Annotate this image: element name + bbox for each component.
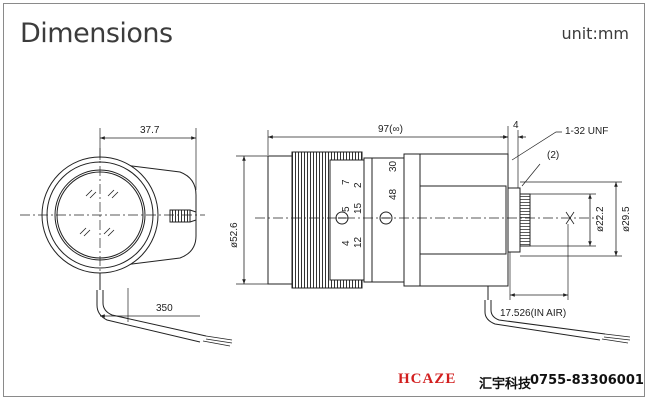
dim-diameter-22-2: ø22.2 [595,206,606,232]
dim-flange: 17.526(IN AIR) [500,308,566,319]
iris-mark-2: 2 [353,182,364,188]
company-name: 汇宇科技 [479,377,532,392]
note-2: (2) [547,150,559,161]
dim-diameter-29-5: ø29.5 [621,206,632,232]
iris-mark-15: 15 [353,202,364,214]
drawing-frame [3,3,645,397]
focus-mark-48: 48 [388,188,399,200]
iris-mark-5: 5 [341,206,352,212]
brand-logo: HCAZE [398,371,457,387]
thread-label: 1-32 UNF [565,126,608,137]
front-view [20,128,233,347]
dim-4: 4 [513,120,519,131]
phone-number: 0755-83306001 [530,373,644,388]
side-view [236,126,631,344]
unit-label: unit:mm [561,24,629,43]
dim-diameter-52-6: ø52.6 [229,222,240,248]
page-title: Dimensions [20,18,173,49]
dim-350: 350 [156,303,173,314]
iris-mark-12: 12 [353,236,364,248]
dim-37-7: 37.7 [140,125,160,136]
dim-97: 97(∞) [378,124,403,135]
iris-mark-7: 7 [341,179,352,185]
iris-mark-4: 4 [341,240,352,246]
focus-mark-30: 30 [388,160,399,172]
